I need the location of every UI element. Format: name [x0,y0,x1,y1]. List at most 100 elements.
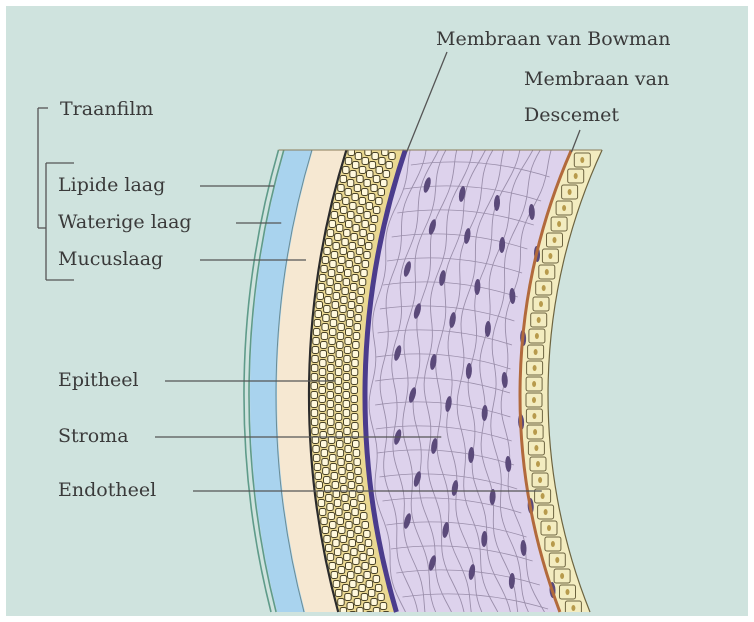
endothelial-nucleus [534,349,538,355]
epithelial-cell [344,428,351,435]
epithelial-cell [333,581,340,588]
epithelial-cell [353,266,360,273]
epithelial-cell [313,446,320,453]
epithelial-cell [336,225,343,232]
epithelial-cell [347,311,354,318]
epithelial-cell [351,396,358,403]
epithelial-cell [360,554,367,561]
epithelial-cell [312,428,319,435]
epithelial-cell [318,284,325,291]
epithelial-cell [351,549,358,556]
epithelial-cell [337,441,344,448]
epithelial-cell [356,477,363,484]
epithelial-cell [362,221,369,228]
epithelial-cell [327,401,334,408]
epithelial-cell [319,396,326,403]
epithelial-cell [335,369,342,376]
epithelial-cell [312,347,319,354]
epithelial-cell [362,261,369,268]
epithelial-cell [356,306,363,313]
epithelial-cell [325,297,332,304]
epithelial-cell [346,221,353,228]
epithelial-cell [317,293,324,300]
epithelial-cell [378,594,385,601]
epithelial-cell [338,324,345,331]
epithelial-cell [341,297,348,304]
epithelial-cell [364,212,371,219]
epithelial-cell [316,302,323,309]
epithelial-cell [320,351,327,358]
epithelial-cell [328,347,335,354]
epithelial-cell [343,167,350,174]
epithelial-cell [359,198,366,205]
epithelial-cell [331,531,338,538]
epithelial-cell [351,414,358,421]
epithelial-cell [359,167,366,174]
epithelial-cell [340,176,347,183]
epithelial-cell [323,468,330,475]
epithelial-cell [361,513,368,520]
endothelial-nucleus [551,541,555,547]
epithelial-cell [335,378,342,385]
epithelial-cell [352,194,359,201]
epithelial-cell [346,522,353,529]
epithelial-cell [319,405,326,412]
epithelial-cell [335,396,342,403]
epithelial-cell [350,171,357,178]
epithelial-cell [358,288,365,295]
epithelial-cell [351,378,358,385]
epithelial-cell [369,225,376,232]
epithelial-cell [321,333,328,340]
epithelial-cell [319,387,326,394]
endothelial-nucleus [557,221,561,227]
epithelial-cell [318,500,325,507]
epithelial-cell [354,599,361,606]
epithelial-cell [353,441,360,448]
epithelial-cell [339,257,346,264]
epithelial-cell [327,374,334,381]
tear-film-label: Traanfilm [60,100,153,119]
epithelial-cell [314,320,321,327]
epithelial-cell [354,459,361,466]
endothelial-nucleus [580,157,584,163]
epithelial-cell [380,603,387,610]
epithelial-cell [330,455,337,462]
epithelial-cell [355,257,362,264]
epithelial-cell [321,266,328,273]
epithelial-cell [311,374,318,381]
epithelial-cell [372,153,379,160]
epithelial-cell [352,351,359,358]
epithelial-cell [342,585,349,592]
epithelial-cell [344,356,351,363]
epithelial-cell [334,500,341,507]
aqueous-layer-label: Waterige laag [58,213,192,232]
epithelial-cell [313,455,320,462]
epithelial-cell [346,455,353,462]
epithelial-cell [319,369,326,376]
epithelial-cell [346,464,353,471]
epithelial-cell [326,545,333,552]
epithelial-cell [344,230,351,237]
epithelial-cell [311,401,318,408]
epithelial-cell [356,248,363,255]
epithelial-cell [351,369,358,376]
endothelial-nucleus [562,205,566,211]
epithelial-cell [378,189,385,196]
epithelial-cell [337,518,344,525]
epithelial-cell [327,392,334,399]
epithelial-cell [344,513,351,520]
epithelial-cell [312,356,319,363]
epithelial-cell [362,522,369,529]
epithelial-cell [369,558,376,565]
epithelial-cell [353,518,360,525]
epithelial-cell [337,450,344,457]
epithelial-cell [348,572,355,579]
epithelial-cell [347,603,354,610]
epithelial-cell [338,185,345,192]
epithelial-cell [316,482,323,489]
epithelial-cell [342,288,349,295]
epithelial-cell [344,347,351,354]
epithelial-cell [389,153,396,160]
epithelial-cell [327,279,334,286]
